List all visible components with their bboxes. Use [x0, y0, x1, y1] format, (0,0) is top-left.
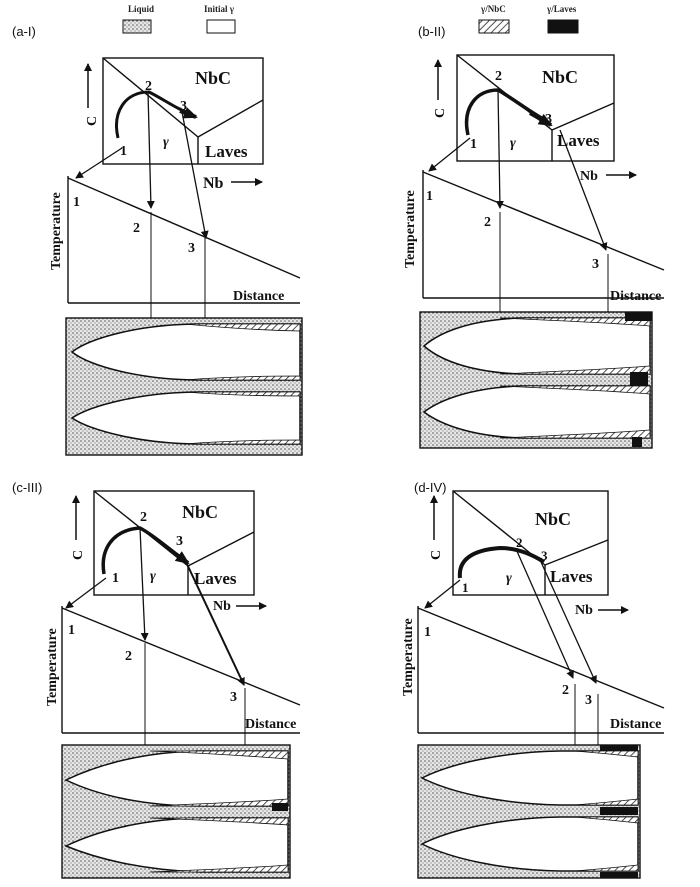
laves-label: Laves	[550, 567, 593, 586]
nb-axis-label: Nb	[580, 169, 598, 184]
point-1-label: 1	[120, 144, 127, 159]
projection-arrow-1	[75, 147, 123, 179]
c-axis-label: C	[433, 108, 448, 118]
projection-arrow-3	[540, 561, 597, 684]
panel-d-tag: (d-IV)	[414, 480, 447, 495]
projection-arrow-1	[424, 579, 461, 609]
nb-axis-label: Nb	[575, 603, 593, 618]
gamma-label: γ	[150, 569, 156, 584]
projection-arrow-1	[428, 137, 471, 172]
distance-label: Distance	[610, 717, 661, 732]
legend: Liquid Initial γ γ/NbC γ/Laves	[122, 4, 579, 34]
legend-initial-gamma-label: Initial γ	[204, 4, 235, 14]
distance-label: Distance	[245, 717, 296, 732]
point-2-label: 2	[495, 69, 502, 84]
panel-b-phase-diagram: NbC Laves γ 1 2 3 C Nb	[433, 54, 637, 184]
panel-d: (d-IV) NbC Laves γ 1 2 3 C Nb Temperatur…	[401, 480, 665, 879]
curve-point-2: 2	[562, 683, 569, 698]
curve-point-1: 1	[426, 189, 433, 204]
projection-arrow-2	[139, 527, 149, 641]
panel-c: (c-III) NbC Laves γ 1 2 3 C Nb Temperat	[12, 480, 301, 879]
curve-point-2: 2	[484, 215, 491, 230]
panel-c-tag: (c-III)	[12, 480, 42, 495]
nb-axis-label: Nb	[213, 599, 231, 614]
projection-arrow-3	[185, 561, 245, 686]
solidification-path	[115, 90, 193, 139]
legend-gamma-laves-label: γ/Laves	[546, 4, 577, 14]
point-3-label: 3	[541, 548, 548, 563]
projection-arrow-1	[65, 577, 107, 609]
point-3-label: 3	[176, 534, 183, 549]
projection-arrow-3	[559, 129, 608, 251]
point-3-label: 3	[180, 99, 187, 114]
legend-liquid-swatch	[122, 19, 152, 34]
curve-point-3: 3	[585, 693, 592, 708]
temperature-label: Temperature	[49, 192, 64, 270]
legend-liquid-label: Liquid	[128, 4, 154, 14]
curve-point-2: 2	[133, 221, 140, 236]
nbc-label: NbC	[535, 509, 571, 529]
panel-a-microstructure	[65, 317, 303, 456]
point-1-label: 1	[112, 571, 119, 586]
curve-point-3: 3	[230, 690, 237, 705]
point-2-label: 2	[145, 79, 152, 94]
path-arrow	[179, 107, 198, 119]
path-arrow	[168, 548, 190, 565]
panel-a-phase-diagram: NbC Laves γ 1 2 3 C Nb	[84, 57, 264, 192]
path-arrow	[529, 111, 553, 127]
temperature-label: Temperature	[403, 190, 418, 268]
nbc-label: NbC	[182, 502, 218, 522]
panel-b: (b-II) NbC Laves γ 1 2 3 C Nb Temperatu	[403, 24, 665, 449]
point-1-label: 1	[470, 137, 477, 152]
curve-point-1: 1	[424, 625, 431, 640]
projection-arrow-2	[146, 91, 155, 209]
nb-axis-label: Nb	[203, 175, 224, 192]
panel-a-tag: (a-I)	[12, 24, 36, 39]
point-3-label: 3	[545, 112, 552, 127]
gamma-label: γ	[510, 136, 516, 151]
temperature-label: Temperature	[45, 628, 60, 706]
legend-gamma-nbc-label: γ/NbC	[480, 4, 506, 14]
projection-arrow-3	[181, 111, 209, 239]
legend-initial-gamma-swatch	[206, 19, 236, 34]
curve-point-1: 1	[73, 195, 80, 210]
laves-label: Laves	[194, 569, 237, 588]
panel-d-microstructure	[417, 744, 641, 879]
legend-gamma-laves-swatch	[547, 19, 579, 34]
gamma-label: γ	[506, 571, 512, 586]
c-axis-label: C	[85, 116, 100, 126]
laves-label: Laves	[205, 142, 248, 161]
curve-point-3: 3	[188, 241, 195, 256]
projection-arrow-2	[515, 548, 574, 679]
laves-label: Laves	[557, 131, 600, 150]
projection-arrow-2	[495, 89, 504, 209]
solidification-path	[457, 545, 546, 579]
c-axis-label: C	[71, 550, 86, 560]
nbc-label: NbC	[542, 67, 578, 87]
solidification-path	[464, 88, 546, 136]
panel-b-microstructure	[419, 311, 653, 449]
c-axis-label: C	[429, 550, 444, 560]
curve-point-2: 2	[125, 649, 132, 664]
distance-label: Distance	[233, 289, 284, 304]
point-2-label: 2	[140, 510, 147, 525]
point-2-label: 2	[516, 535, 523, 550]
nbc-label: NbC	[195, 68, 231, 88]
panel-d-phase-diagram: NbC Laves γ 1 2 3 C Nb	[429, 490, 629, 618]
legend-gamma-nbc-swatch	[478, 19, 510, 34]
panel-c-phase-diagram: NbC Laves γ 1 2 3 C Nb	[71, 490, 267, 614]
panel-b-tag: (b-II)	[418, 24, 445, 39]
curve-point-3: 3	[592, 257, 599, 272]
panel-a: (a-I) NbC Laves γ 1 2 3 C Nb	[12, 24, 303, 456]
distance-label: Distance	[610, 289, 661, 304]
panel-c-microstructure	[61, 744, 291, 879]
curve-point-1: 1	[68, 623, 75, 638]
gamma-label: γ	[163, 135, 169, 150]
temperature-label: Temperature	[401, 618, 416, 696]
point-1-label: 1	[462, 580, 469, 595]
